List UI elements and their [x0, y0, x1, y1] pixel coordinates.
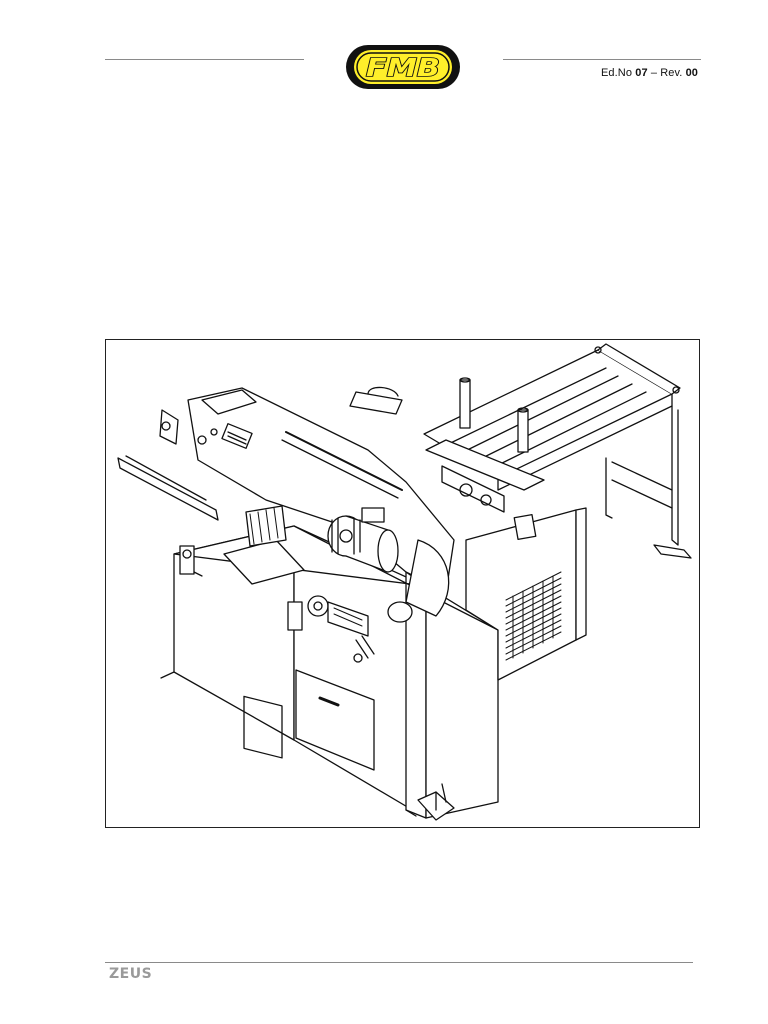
edition-number: 07: [635, 67, 648, 79]
vise-posts: [425, 377, 545, 541]
right-cabinet-grille: [465, 507, 587, 681]
side-panel: [179, 545, 203, 577]
footer-model-name: ZEUS: [109, 966, 153, 982]
header-rule-left: [105, 59, 304, 60]
edition-label: Ed.No: [601, 67, 636, 79]
footer-rule: [105, 962, 693, 963]
header-rule-right: [503, 59, 701, 60]
edition-revision: Ed.No 07 – Rev. 00: [601, 67, 698, 79]
motor: [327, 507, 399, 573]
fmb-logo: FMB: [345, 44, 461, 90]
front-vise: [223, 505, 413, 663]
machine-illustration: [105, 339, 700, 828]
roller-conveyor: [423, 343, 692, 559]
revision-number: 00: [685, 67, 698, 79]
revision-label: – Rev.: [647, 67, 686, 79]
logo-text: FMB: [366, 53, 440, 82]
